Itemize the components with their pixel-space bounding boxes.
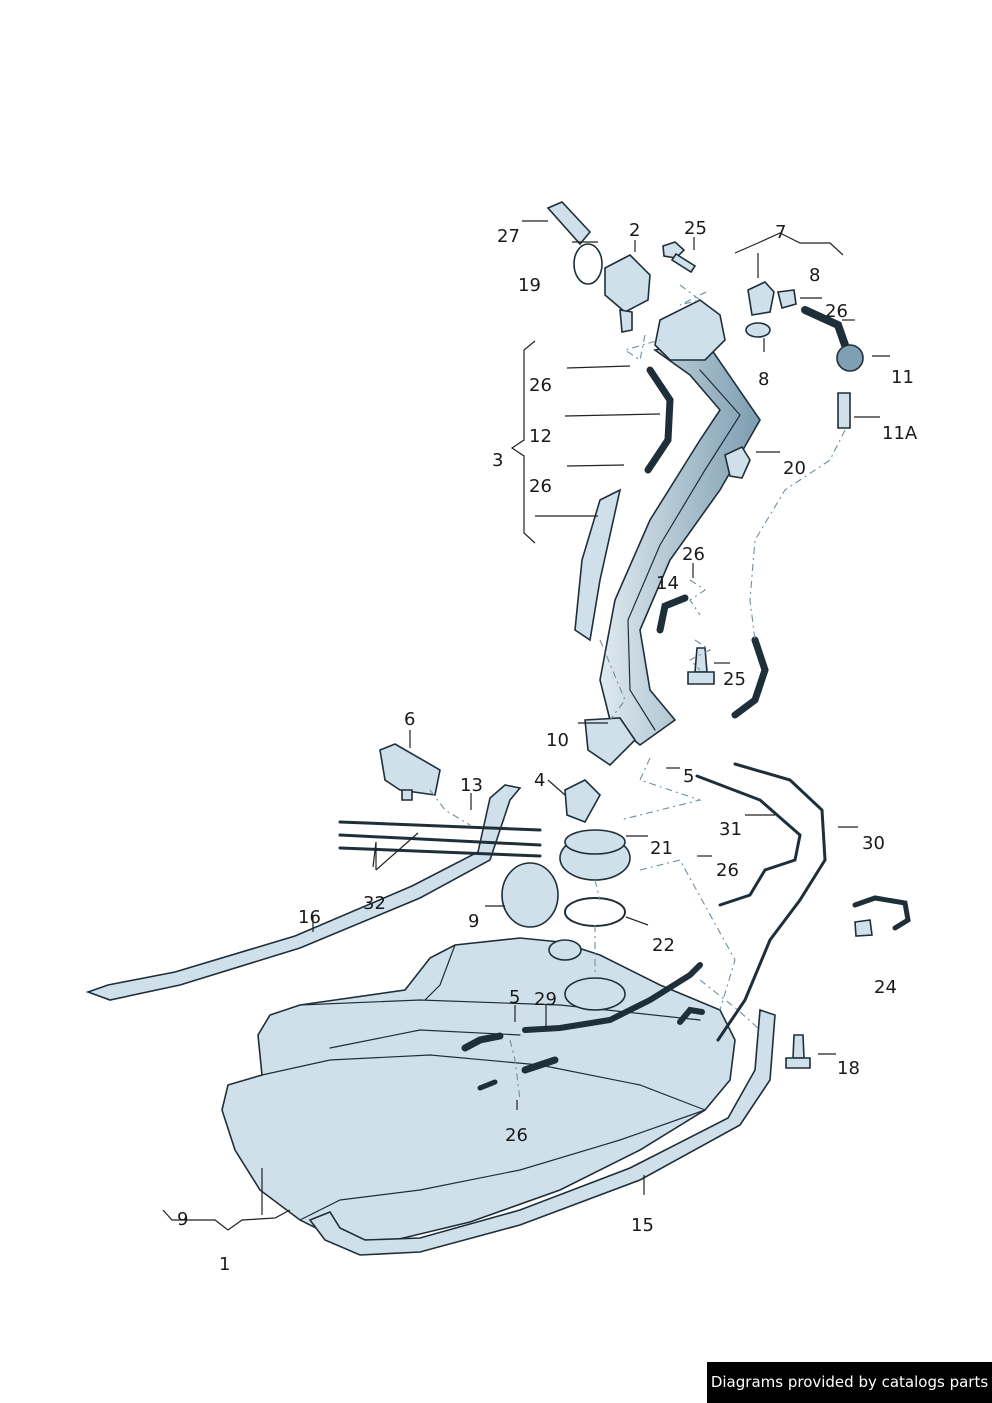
- filler-cap: [604, 254, 651, 333]
- callout-26-elbow: 26: [682, 544, 705, 565]
- vent-elbow: [656, 594, 689, 634]
- fuel-line-bundle: [338, 820, 542, 858]
- corrugated-hose: [522, 962, 703, 1033]
- callout-26-tank: 26: [505, 1125, 528, 1146]
- locking-ring: [559, 829, 631, 881]
- callout-3: 3: [492, 450, 503, 471]
- callout-18: 18: [837, 1058, 860, 1079]
- bolt-strap: [785, 1034, 811, 1069]
- vent-line-lower: [731, 636, 769, 719]
- callout-9-pump: 9: [468, 911, 479, 932]
- callout-4: 4: [534, 770, 545, 791]
- callout-24: 24: [874, 977, 897, 998]
- callout-7: 7: [775, 222, 786, 243]
- callout-26-mid: 26: [529, 476, 552, 497]
- callout-31: 31: [719, 819, 742, 840]
- callout-11a: 11A: [882, 423, 918, 444]
- callout-32: 32: [363, 893, 386, 914]
- vent-valve-group: [724, 281, 864, 479]
- callout-8-lower: 8: [758, 369, 769, 390]
- callout-25-top: 25: [684, 218, 707, 239]
- credit-banner: Diagrams provided by catalogs parts: [707, 1362, 992, 1403]
- fuel-line-return: [695, 774, 802, 907]
- callout-5-upper: 5: [683, 766, 694, 787]
- callout-16: 16: [298, 907, 321, 928]
- small-line: [477, 1079, 498, 1091]
- pump-seal: [564, 897, 626, 927]
- callout-26-valve: 26: [825, 301, 848, 322]
- pump-connector: [548, 939, 582, 961]
- callout-9-tank: 9: [177, 1209, 188, 1230]
- callout-27: 27: [497, 226, 520, 247]
- callout-14: 14: [656, 573, 679, 594]
- callout-10: 10: [546, 730, 569, 751]
- callout-25-mid: 25: [723, 669, 746, 690]
- fuel-line-supply: [716, 762, 827, 1042]
- filler-neck: [574, 299, 761, 767]
- callout-1: 1: [219, 1254, 230, 1275]
- callout-13: 13: [460, 775, 483, 796]
- bolt-top: [662, 241, 697, 274]
- callout-6: 6: [404, 709, 415, 730]
- leader-lines: [162, 220, 890, 1231]
- callout-29: 29: [534, 989, 557, 1010]
- callout-26-line: 26: [716, 860, 739, 881]
- tank-strap-rear: [308, 1008, 776, 1256]
- seal-ring: [573, 243, 603, 285]
- tank-flange: [564, 977, 626, 1011]
- callout-12: 12: [529, 426, 552, 447]
- strainer: [564, 779, 601, 823]
- fuel-pump-body: [501, 862, 559, 928]
- callout-15: 15: [631, 1215, 654, 1236]
- callout-20: 20: [783, 458, 806, 479]
- callout-30: 30: [862, 833, 885, 854]
- callout-8-top: 8: [809, 265, 820, 286]
- callout-11: 11: [891, 367, 914, 388]
- line-clip: [379, 743, 441, 801]
- callout-2: 2: [629, 220, 640, 241]
- callout-19: 19: [518, 275, 541, 296]
- fuel-line-elbow: [461, 1032, 504, 1052]
- return-elbow: [677, 1006, 705, 1025]
- assembly-lines: [429, 284, 846, 1101]
- callout-21: 21: [650, 838, 673, 859]
- tank-strap-front: [85, 784, 522, 1001]
- bolt-mid: [687, 647, 715, 685]
- hose-clamp: [852, 895, 911, 937]
- cap-tether: [546, 201, 592, 246]
- fuel-line-stub: [521, 1056, 559, 1074]
- vent-hose: [644, 366, 674, 474]
- callout-26-upper: 26: [529, 375, 552, 396]
- callout-labels: 27 2 25 7 8 26 19 8 11 11A 20 26 12 3 26…: [177, 218, 918, 1275]
- callout-22: 22: [652, 935, 675, 956]
- callout-5-lower: 5: [509, 987, 520, 1008]
